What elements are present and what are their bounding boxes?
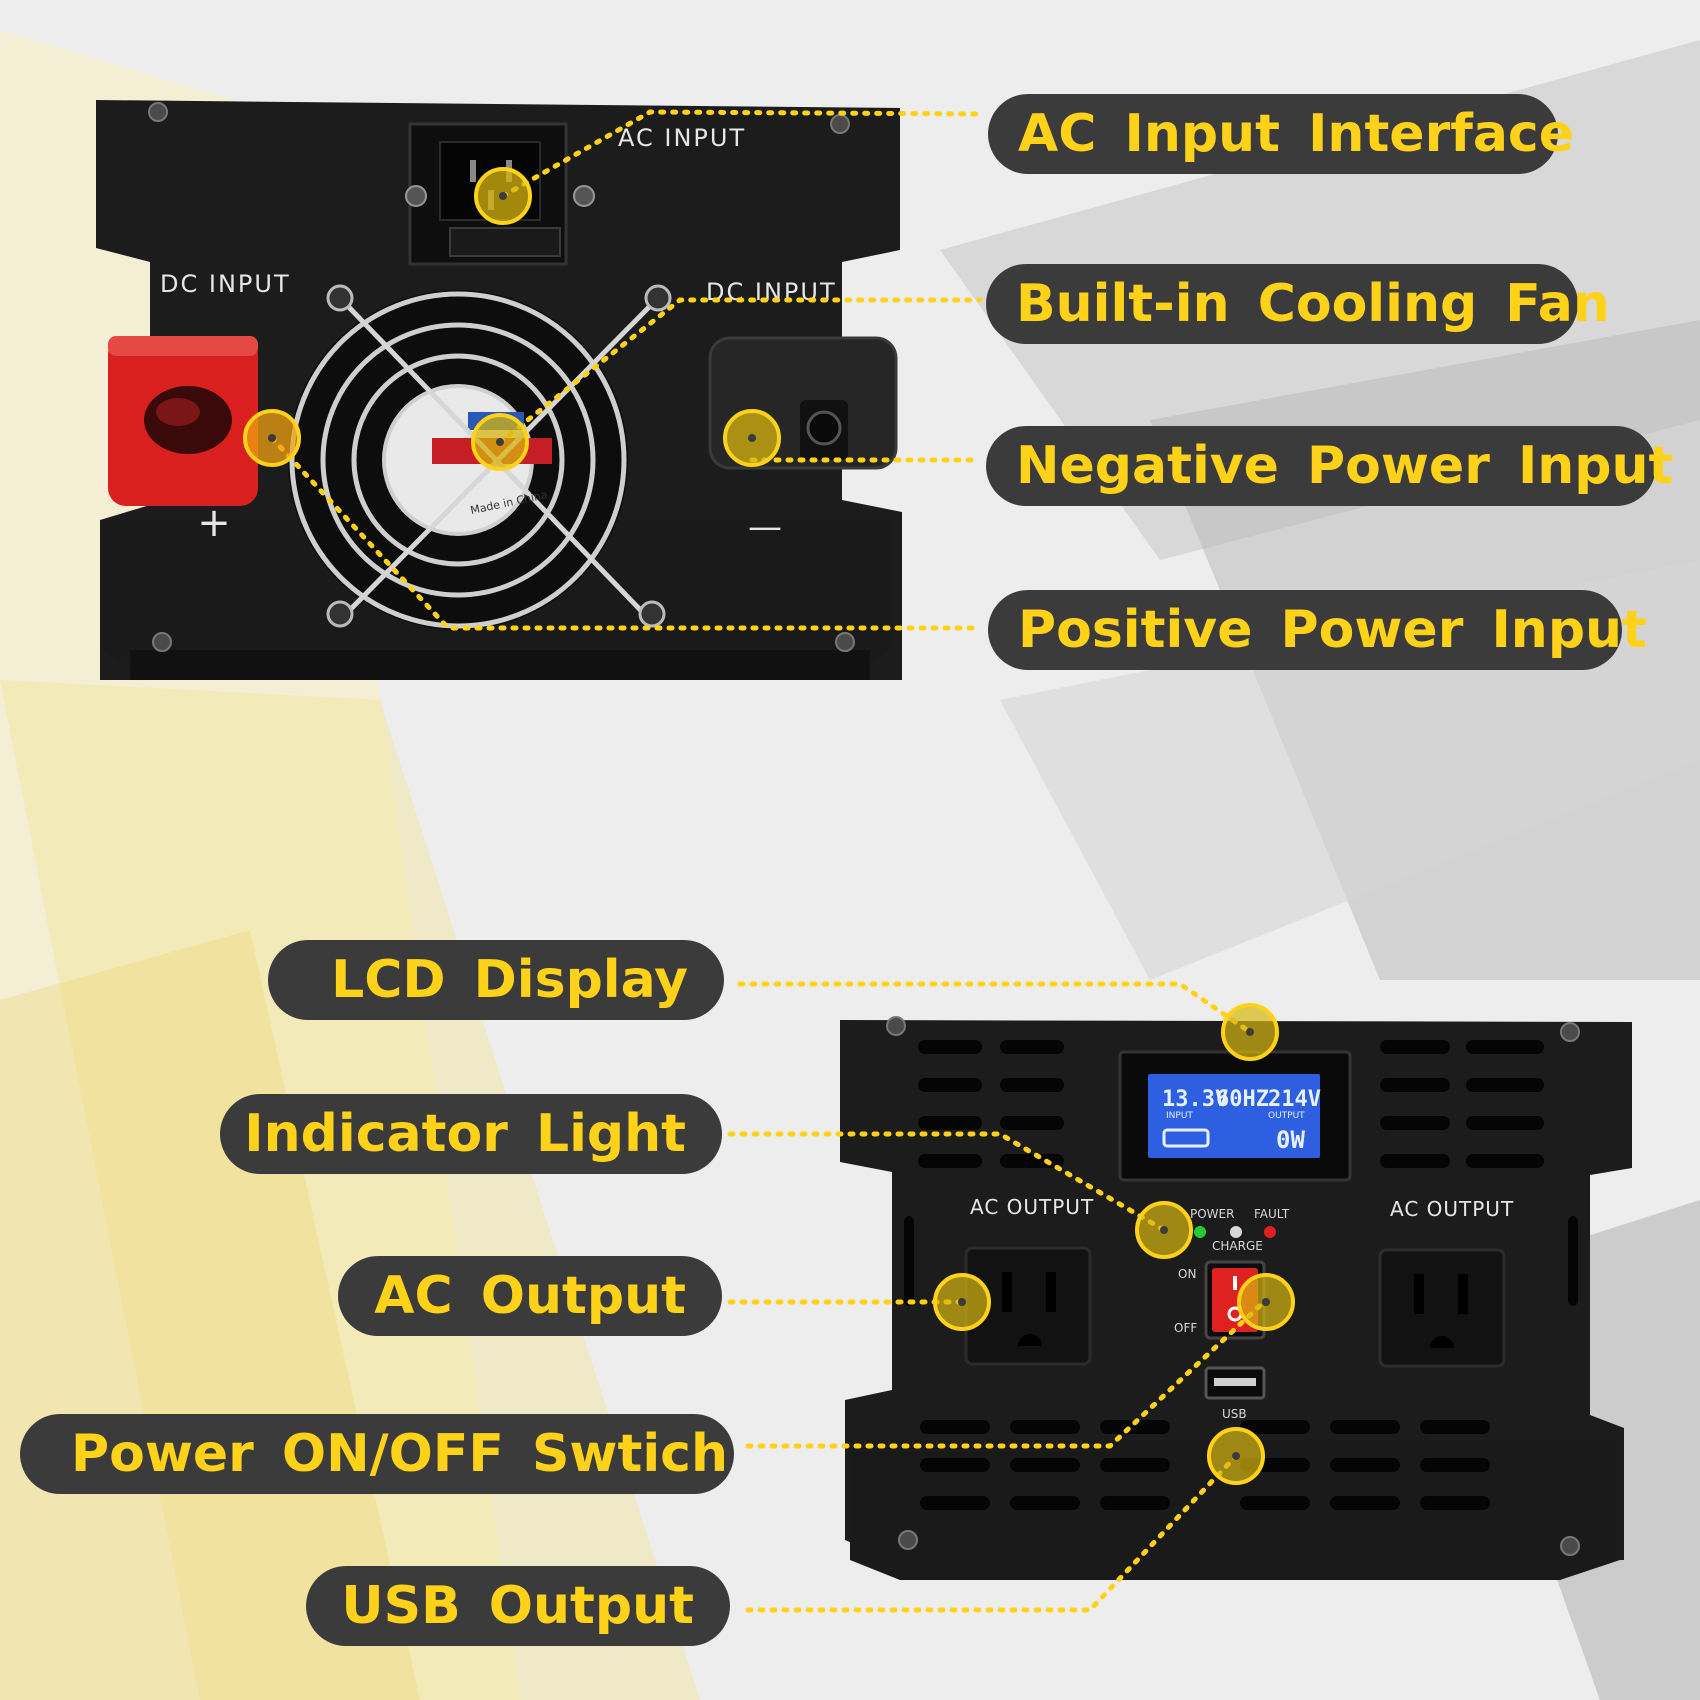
- hotspots-bottom: [933, 1003, 1295, 1485]
- charge-led: [1230, 1226, 1242, 1238]
- screw: [326, 600, 354, 628]
- rear-panel-base: [130, 650, 870, 680]
- usb-port: [1204, 1366, 1266, 1400]
- callout-indicator-light: Indicator Light: [220, 1094, 722, 1174]
- power-led-label: POWER: [1190, 1207, 1234, 1221]
- lcd-display: [1118, 1050, 1352, 1182]
- ac-outlet-right: [1378, 1248, 1506, 1368]
- lcd-output-voltage: 214V: [1268, 1087, 1321, 1112]
- screw: [152, 632, 172, 652]
- leader-positive: [269, 435, 983, 631]
- dc-input-left-label: DC INPUT: [160, 270, 291, 298]
- callout-ac-input-interface: AC Input Interface: [988, 94, 1574, 174]
- leader-switch: [745, 1297, 1269, 1449]
- leader-ac-input: [500, 109, 983, 199]
- power-led: [1194, 1226, 1206, 1238]
- usb-label: USB: [1222, 1407, 1247, 1421]
- leader-lines-top: [269, 109, 983, 631]
- callout-lcd-display: LCD Display: [268, 940, 724, 1020]
- callout-built-in-cooling-fan: Built-in Cooling Fan: [986, 264, 1610, 344]
- screw: [326, 284, 354, 312]
- lcd-battery-icon: [1162, 1128, 1210, 1148]
- screw: [1560, 1536, 1580, 1556]
- front-panel-body: [850, 1440, 1620, 1580]
- charge-label: CHARGE: [1212, 1239, 1263, 1253]
- leader-cooling-fan: [497, 297, 983, 445]
- leader-indicator: [727, 1131, 1167, 1233]
- screws: [148, 102, 855, 652]
- screw: [405, 185, 427, 207]
- on-label: ON: [1178, 1267, 1196, 1281]
- vent-slots: [904, 1040, 1578, 1510]
- callout-ac-output: AC Output: [338, 1256, 722, 1336]
- callout-usb-output: USB Output: [306, 1566, 730, 1646]
- lcd-power: 0W: [1276, 1126, 1305, 1154]
- lcd-frequency: 60HZ: [1216, 1087, 1269, 1112]
- positive-terminal: [108, 336, 258, 506]
- screw: [644, 284, 672, 312]
- lcd-input-voltage: 13.3V: [1162, 1087, 1228, 1112]
- lcd-input-caption: INPUT: [1166, 1111, 1193, 1121]
- leader-usb: [745, 1453, 1239, 1613]
- ac-input-label: AC INPUT: [618, 124, 746, 152]
- fault-led: [1264, 1226, 1276, 1238]
- lcd-output-caption: OUTPUT: [1268, 1111, 1305, 1121]
- screws: [886, 1016, 1580, 1556]
- screw: [898, 1530, 918, 1550]
- plus-sign: +: [197, 500, 231, 546]
- screw: [148, 102, 168, 122]
- ac-output-left-label: AC OUTPUT: [970, 1195, 1094, 1219]
- callout-power-switch: Power ON/OFF Swtich: [20, 1414, 734, 1494]
- screw: [573, 185, 595, 207]
- screw: [835, 632, 855, 652]
- yellow-beam: [0, 930, 420, 1700]
- ac-output-right-label: AC OUTPUT: [1390, 1197, 1514, 1221]
- fault-led-label: FAULT: [1254, 1207, 1290, 1221]
- callout-positive-power-input: Positive Power Input: [988, 590, 1647, 670]
- off-label: OFF: [1174, 1321, 1197, 1335]
- screw: [1560, 1022, 1580, 1042]
- screw: [886, 1016, 906, 1036]
- screw: [638, 600, 666, 628]
- callout-negative-power-input: Negative Power Input: [986, 426, 1673, 506]
- minus-sign: —: [748, 507, 782, 547]
